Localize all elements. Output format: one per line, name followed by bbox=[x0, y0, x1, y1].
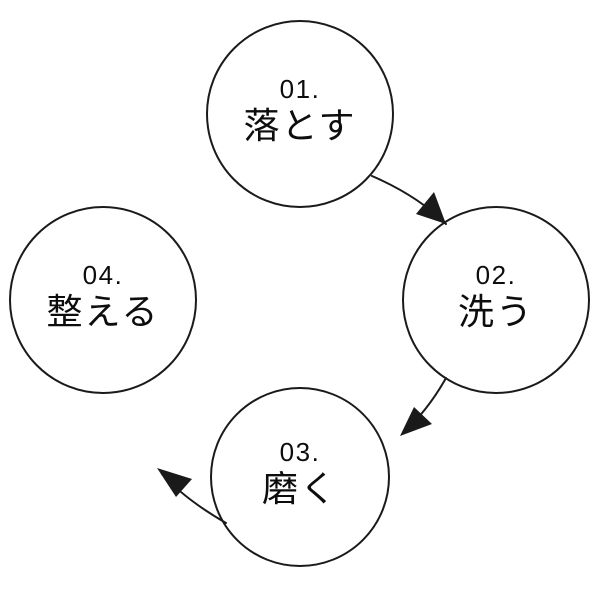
arrow-head-03-to-04 bbox=[157, 468, 192, 497]
node-circle-03[interactable] bbox=[210, 387, 390, 567]
node-circle-02[interactable] bbox=[402, 206, 590, 394]
arrow-head-01-to-02 bbox=[416, 192, 446, 224]
node-circle-04[interactable] bbox=[9, 206, 197, 394]
arrow-head-02-to-03 bbox=[400, 407, 432, 436]
node-circle-01[interactable] bbox=[206, 20, 394, 208]
